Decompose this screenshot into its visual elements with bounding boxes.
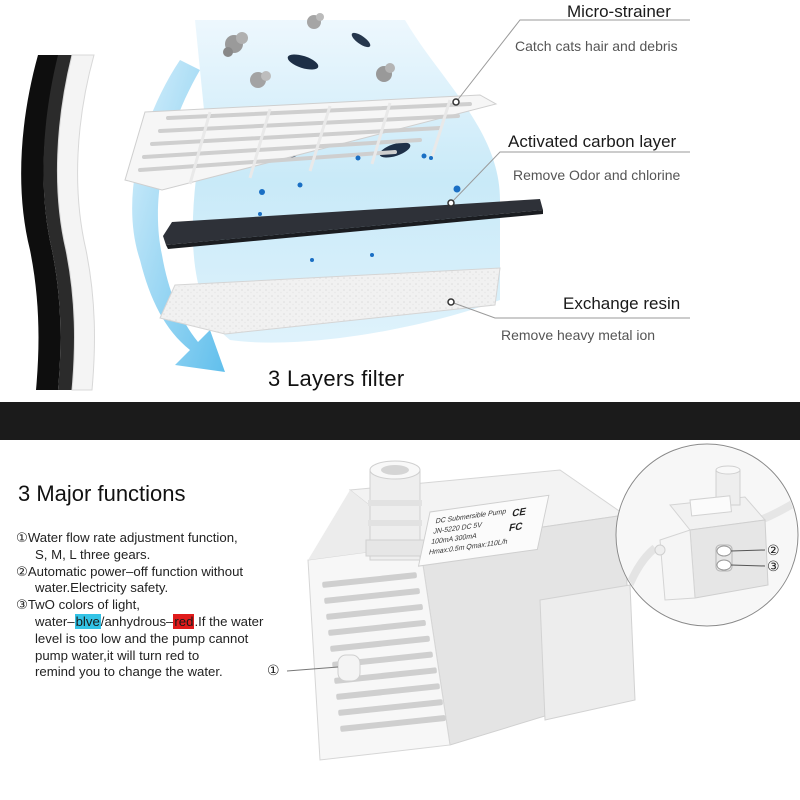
function-3-pre: water– xyxy=(35,613,75,629)
pump-rear-inset xyxy=(615,443,799,627)
function-3-mid: /anhydrous– xyxy=(100,613,174,629)
marker-2: ② xyxy=(767,542,780,558)
function-2-line-2: water.Electricity safety. xyxy=(35,580,169,596)
water-droplets xyxy=(258,153,461,262)
red-light-highlight: red xyxy=(173,613,195,629)
marker-2-leader xyxy=(730,549,766,552)
activated-carbon-desc: Remove Odor and chlorine xyxy=(513,167,681,183)
function-2-line-1: ②Automatic power–off function without xyxy=(16,563,244,579)
pump-rating-label: DC Submersible Pump JN-5220 DC 5V 100mA … xyxy=(417,494,550,567)
filter-side-view xyxy=(21,54,95,391)
activated-carbon-layer xyxy=(163,199,543,249)
light-indicator xyxy=(716,559,732,571)
section-divider-band xyxy=(0,402,800,440)
marker-1: ① xyxy=(267,662,280,678)
pump-body: DC Submersible Pump JN-5220 DC 5V 100mA … xyxy=(307,460,636,761)
filter-illustration xyxy=(21,13,690,391)
ce-mark: CE xyxy=(511,507,527,520)
leader-dots xyxy=(447,98,460,306)
flow-adjust-knob[interactable] xyxy=(337,654,361,682)
micro-strainer-layer xyxy=(124,94,498,191)
pump-section: DC Submersible Pump JN-5220 DC 5V 100mA … xyxy=(0,440,800,800)
functions-list: ①Water flow rate adjustment function, S,… xyxy=(16,530,306,681)
exchange-resin-title: Exchange resin xyxy=(563,294,681,313)
blue-light-highlight: blve xyxy=(74,613,101,629)
marker-1-leader xyxy=(286,666,339,672)
function-3-line-4: pump water,it will turn red to xyxy=(35,647,200,663)
function-3-post: .If the water xyxy=(194,613,264,629)
function-1-line-1: ①Water flow rate adjustment function, xyxy=(16,530,238,545)
fc-mark: FC xyxy=(508,521,524,534)
exchange-resin-desc: Remove heavy metal ion xyxy=(501,327,656,343)
function-3-line-2: water–blve/anhydrous–red.If the water xyxy=(16,613,306,631)
pump-intake-grille xyxy=(322,572,446,732)
micro-strainer-title: Micro-strainer xyxy=(567,2,671,21)
function-1-line-2: S, M, L three gears. xyxy=(35,546,151,562)
marker-3-leader xyxy=(730,564,766,567)
pump-outlet-nozzle xyxy=(365,460,425,561)
micro-strainer-desc: Catch cats hair and debris xyxy=(515,38,678,54)
activated-carbon-title: Activated carbon layer xyxy=(508,132,677,151)
layers-filter-heading: 3 Layers filter xyxy=(268,366,405,391)
major-functions-heading: 3 Major functions xyxy=(18,481,186,506)
function-3-line-5: remind you to change the water. xyxy=(35,664,223,680)
function-3-line-1: ③TwO colors of light, xyxy=(16,597,140,613)
pump-illustration: DC Submersible Pump JN-5220 DC 5V 100mA … xyxy=(286,443,799,761)
leader-lines xyxy=(450,19,690,319)
function-3-line-3: level is too low and the pump cannot xyxy=(35,630,249,646)
filter-section: Micro-strainer Catch cats hair and debri… xyxy=(21,2,690,391)
exchange-resin-layer xyxy=(159,267,501,335)
power-port-indicator xyxy=(716,545,732,557)
marker-3: ③ xyxy=(767,558,780,574)
